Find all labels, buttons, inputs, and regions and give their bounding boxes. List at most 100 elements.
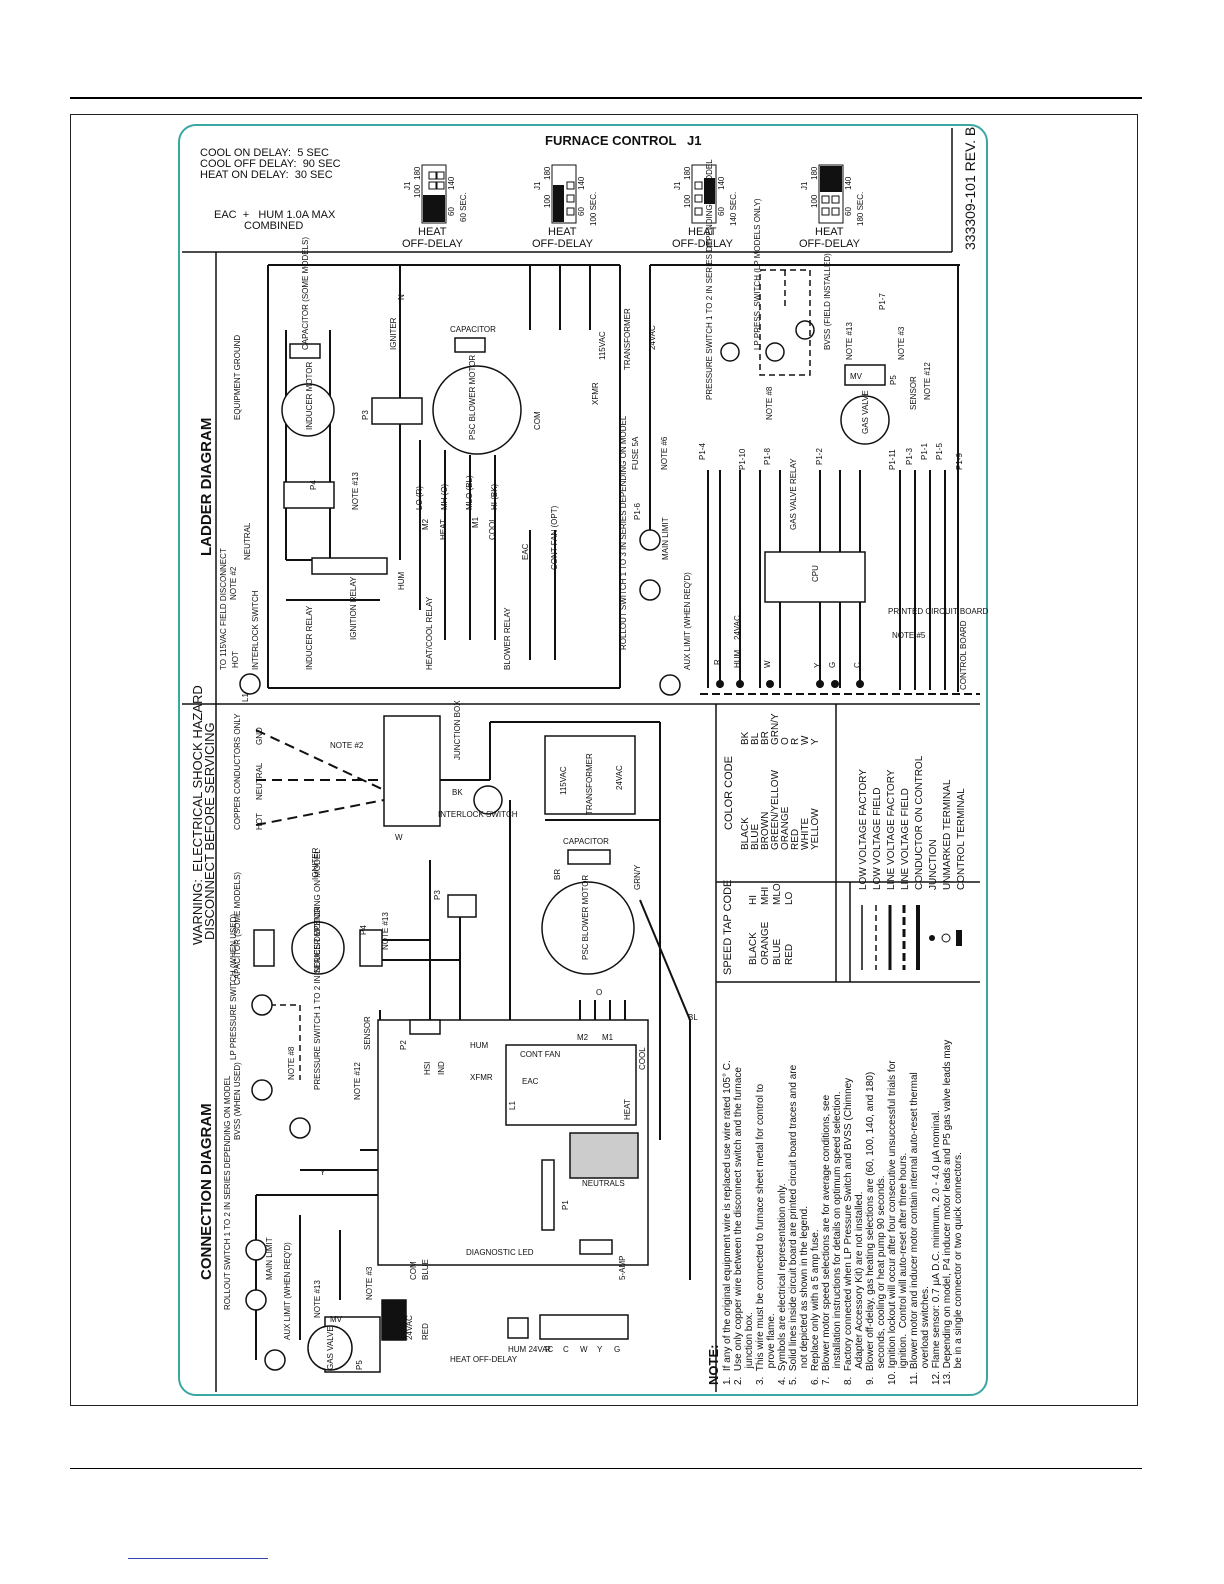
label-connection-labels-44: MV: [330, 1315, 343, 1324]
pressure-switch: [720, 342, 740, 362]
bottom-rule: [70, 1468, 1142, 1469]
jumper-3: J1 100 180 60 140 140 SEC. HEAT OFF-DELA…: [672, 164, 738, 250]
label-ladder-labels-6: L1: [241, 693, 250, 702]
label-connection-labels-19: NOTE #13: [381, 912, 390, 950]
eac-hum-rating: EAC + HUM 1.0A MAX: [214, 209, 336, 221]
label-legend-5: JUNCTION: [928, 839, 939, 890]
conn-bvss-switch: [251, 1079, 273, 1101]
j1-label: J1: [800, 181, 809, 190]
j1-label: J1: [403, 181, 412, 190]
label-ladder-labels-56: P1-2: [815, 448, 824, 465]
label-connection-labels-0: GND: [255, 727, 264, 745]
label-ladder-labels-64: PRINTED CIRCUIT BOARD: [888, 607, 989, 616]
label-ladder-labels-58: P1-3: [905, 448, 914, 465]
label-connection-labels-57: C: [563, 1345, 569, 1354]
conn-pressure-switch: [289, 1117, 311, 1139]
label-color_code-rows-1-1: BL: [750, 732, 761, 745]
jumper-offdelay-label: OFF-DELAY: [532, 238, 594, 250]
ladder-components: [239, 320, 890, 696]
jumper-heat-label: HEAT: [815, 226, 844, 238]
label-connection-labels-41: MAIN LIMIT: [265, 1237, 274, 1280]
thermostat-terminal-strip: [539, 1314, 629, 1340]
ladder-blower-capacitor: [454, 337, 486, 353]
pin-60: 60: [844, 207, 853, 216]
label-connection-labels-53: DIAGNOSTIC LED: [466, 1248, 534, 1257]
jumper-seconds: 60 SEC.: [459, 192, 468, 222]
label-legend-1: LOW VOLTAGE FIELD: [872, 788, 883, 890]
jumper-heat-label: HEAT: [548, 226, 577, 238]
label-ladder-labels-42: LP PRESS. SWITCH (LP MODELS ONLY): [753, 198, 762, 350]
label-legend-6: UNMARKED TERMINAL: [942, 779, 953, 890]
conn-main-limit: [245, 1239, 267, 1261]
connection-dashed-field-wiring: [270, 1004, 301, 1080]
label-ladder-labels-30: COOL: [488, 517, 497, 540]
pin-100: 100: [413, 184, 422, 198]
label-ladder-labels-41: PRESSURE SWITCH 1 TO 2 IN SERIES DEPENDI…: [705, 159, 714, 400]
label-connection-labels-6: INTERLOCK SWITCH: [438, 810, 518, 819]
label-ladder-labels-5: INTERLOCK SWITCH: [251, 590, 260, 670]
label-notes-items-21: be in a single connector or two quick co…: [953, 1152, 964, 1385]
label-connection-labels-25: SENSOR: [363, 1016, 372, 1050]
label-connection-labels-34: M1: [602, 1033, 614, 1042]
ladder-diagram-title: LADDER DIAGRAM: [198, 418, 215, 556]
label-ladder-labels-68: HUM: [733, 649, 742, 668]
label-color_code-rows-4-0: ORANGE: [780, 806, 791, 850]
label-ladder-labels-27: M2: [421, 518, 430, 530]
label-connection-labels-28: IND: [437, 1061, 446, 1075]
label-speed_tap-rows-1-1: MHI: [760, 887, 771, 905]
label-ladder-labels-44: NOTE #8: [765, 386, 774, 420]
label-notes-items-16: ignition. Control will auto-reset after …: [898, 1153, 909, 1385]
label-ladder-labels-67: R: [713, 659, 722, 665]
label-ladder-labels-11: BLOWER RELAY: [503, 607, 512, 670]
ladder-wiring: [267, 264, 980, 695]
label-color_code-rows-6-0: WHITE: [800, 817, 811, 850]
pin-180: 180: [683, 166, 692, 180]
section-dividers: [182, 252, 980, 1392]
relay-block: [505, 1044, 637, 1126]
pin-180: 180: [810, 166, 819, 180]
label-connection-labels-27: HSI: [423, 1062, 432, 1075]
label-connection-labels-20: LP PRESSURE SWITCH (WHEN USED): [229, 914, 238, 1060]
jumper-offdelay-label: OFF-DELAY: [402, 238, 464, 250]
conn-p3-connector: [447, 894, 477, 918]
label-notes-items-20: 13. Depending on model, P4 inducer motor…: [942, 1040, 953, 1385]
label-connection-labels-32: EAC: [522, 1077, 539, 1086]
label-notes-items-0: 1. If any of the original equipment wire…: [722, 1060, 733, 1385]
label-connection-labels-2: NEUTRAL: [255, 762, 264, 800]
label-ladder-labels-26: HI (BK): [490, 483, 499, 510]
label-connection-labels-54: 5-AMP: [618, 1256, 627, 1280]
hum-24vac-terminal: [507, 1317, 529, 1339]
label-ladder-labels-74: N: [397, 294, 406, 300]
label-connection-labels-60: G: [614, 1345, 620, 1354]
label-ladder-labels-46: NOTE #3: [897, 326, 906, 360]
label-color_code-rows-5-1: R: [790, 738, 801, 745]
label-ladder-labels-59: P1-1: [920, 443, 929, 460]
label-notes-items-5: 4. Symbols are electrical representation…: [777, 1183, 788, 1385]
label-notes-items-3: 3. This wire must be connected to furnac…: [755, 1083, 766, 1385]
main-limit-switch: [639, 529, 661, 551]
label-ladder-labels-53: P1-4: [698, 443, 707, 460]
ladder-p3-connector: [371, 397, 423, 425]
label-color_code-rows-3-0: GREEN/YELLOW: [770, 769, 781, 850]
label-ladder-labels-12: EAC: [521, 543, 530, 560]
conn-rollout-switch: [245, 1289, 267, 1311]
label-connection-labels-35: HEAT: [623, 1099, 632, 1120]
label-ladder-labels-29: M1: [471, 516, 480, 528]
heat-on-delay: HEAT ON DELAY: 30 SEC: [200, 169, 333, 181]
ladder-interlock-switch: [239, 673, 261, 695]
label-ladder-labels-73: C: [853, 662, 862, 668]
label-ladder-labels-17: NOTE #13: [351, 472, 360, 510]
ladder-terminals: [716, 680, 864, 688]
connection-diagram-title: CONNECTION DIAGRAM: [198, 1103, 215, 1280]
label-connection-labels-59: Y: [597, 1345, 603, 1354]
label-speed_tap-rows-2-1: MLO: [772, 883, 783, 905]
ladder-dashed-field-wiring: [759, 269, 811, 376]
label-ladder-labels-22: COM: [533, 411, 542, 430]
part-number: 333309-101 REV. B: [962, 127, 978, 250]
jumper-seconds: 180 SEC.: [856, 192, 865, 226]
label-connection-labels-15: P3: [433, 890, 442, 900]
p2-connector: [409, 1019, 441, 1035]
jumper-seconds: 140 SEC.: [729, 192, 738, 226]
label-notes-items-7: not depicted as shown in the legend.: [799, 1206, 810, 1385]
label-connection-labels-65: Y: [320, 1168, 326, 1177]
